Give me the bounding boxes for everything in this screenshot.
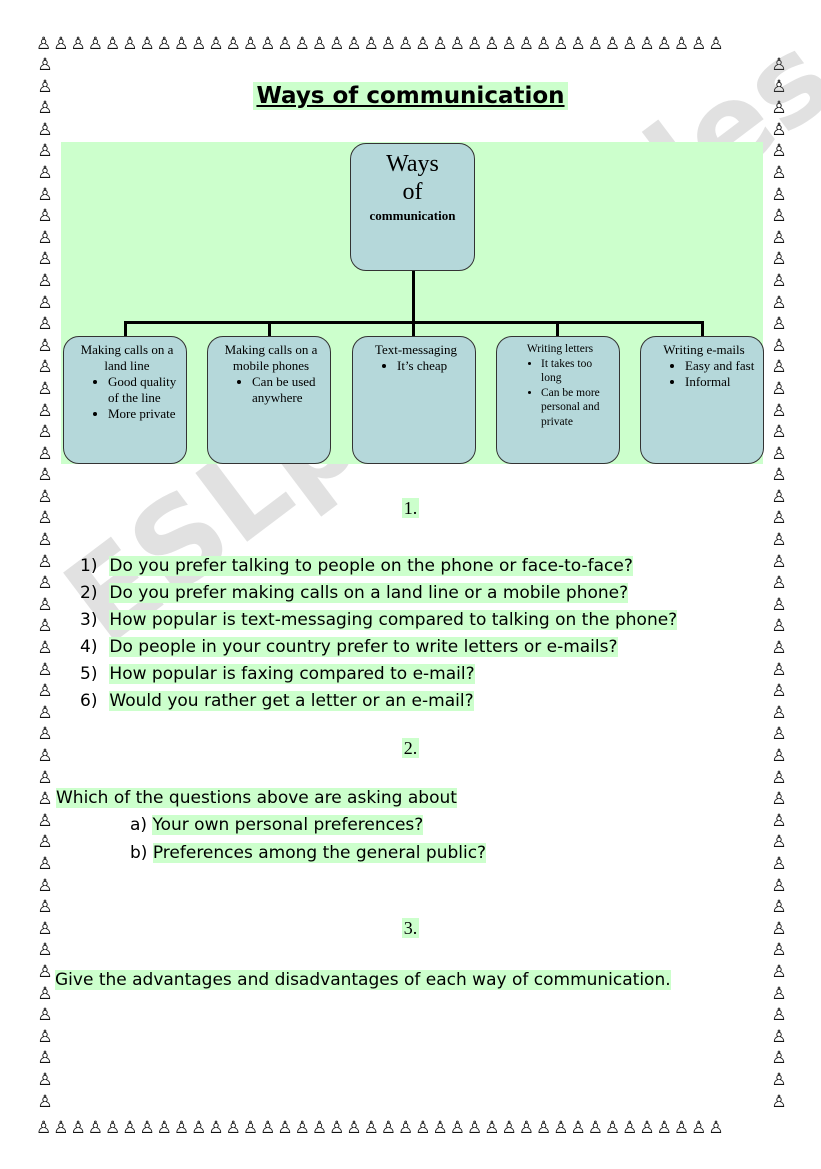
page-title: Ways of communication <box>253 82 568 110</box>
node-point: It takes too long <box>541 357 615 386</box>
node-point: Can be used anywhere <box>252 374 326 406</box>
option-text: Preferences among the general public? <box>152 843 487 863</box>
node-title: Making calls on a land line <box>80 342 174 373</box>
prompt-text: Give the advantages and disadvantages of… <box>55 970 671 990</box>
connector-drop-3 <box>412 321 415 337</box>
question-5: 5) How popular is faxing compared to e-m… <box>80 661 475 687</box>
question-2: 2) Do you prefer making calls on a land … <box>80 580 629 606</box>
option-letter: a) <box>130 815 148 835</box>
question-number: 5) <box>80 664 98 684</box>
section-1-number: 1. <box>0 498 821 519</box>
connector-drop-1 <box>124 321 127 337</box>
title-wrap: Ways of communication <box>0 82 821 110</box>
node-point: Good quality of the line <box>108 374 182 406</box>
connector-vertical-root <box>412 271 415 323</box>
section-2-option-b: b) Preferences among the general public? <box>130 840 487 866</box>
section-number: 2. <box>401 738 420 758</box>
connector-drop-2 <box>268 321 271 337</box>
diagram-node-emails: Writing e-mails Easy and fast Informal <box>640 336 764 464</box>
node-point: Can be more personal and private <box>541 386 615 430</box>
section-number: 1. <box>401 498 420 518</box>
border-top: ♙♙♙♙♙♙♙♙♙♙♙♙♙♙♙♙♙♙♙♙♙♙♙♙♙♙♙♙♙♙♙♙♙♙♙♙♙♙♙♙ <box>36 34 726 54</box>
section-2-option-a: a) Your own personal preferences? <box>130 812 424 838</box>
section-2-prompt: Which of the questions above are asking … <box>56 785 457 811</box>
question-number: 1) <box>80 556 98 576</box>
question-text: How popular is faxing compared to e-mail… <box>109 664 475 684</box>
question-4: 4) Do people in your country prefer to w… <box>80 634 618 660</box>
root-line-2: of <box>402 179 423 205</box>
diagram-node-letters: Writing letters It takes too long Can be… <box>496 336 620 464</box>
question-6: 6) Would you rather get a letter or an e… <box>80 688 474 714</box>
node-title: Making calls on a mobile phones <box>224 342 318 373</box>
node-title: Writing e-mails <box>663 342 745 357</box>
question-number: 3) <box>80 610 98 630</box>
node-point: Easy and fast <box>685 358 759 374</box>
root-line-3: communication <box>369 208 456 223</box>
diagram-node-mobile: Making calls on a mobile phones Can be u… <box>207 336 331 464</box>
question-text: Would you rather get a letter or an e-ma… <box>109 691 474 711</box>
question-text: Do you prefer talking to people on the p… <box>109 556 633 576</box>
diagram-root-node: Ways of communication <box>350 143 475 271</box>
question-number: 4) <box>80 637 98 657</box>
option-letter: b) <box>130 843 148 863</box>
node-title: Text-messaging <box>374 342 458 357</box>
question-number: 2) <box>80 583 98 603</box>
section-number: 3. <box>401 918 420 938</box>
border-right: ♙♙♙♙♙♙♙♙♙♙♙♙♙♙♙♙♙♙♙♙♙♙♙♙♙♙♙♙♙♙♙♙♙♙♙♙♙♙♙♙… <box>771 55 787 1112</box>
option-text: Your own personal preferences? <box>152 815 424 835</box>
diagram-node-texting: Text-messaging It’s cheap <box>352 336 476 464</box>
question-number: 6) <box>80 691 98 711</box>
node-point: It’s cheap <box>397 358 471 374</box>
question-text: Do you prefer making calls on a land lin… <box>109 583 629 603</box>
diagram-node-landline: Making calls on a land line Good quality… <box>63 336 187 464</box>
question-3: 3) How popular is text-messaging compare… <box>80 607 678 633</box>
section-2-number: 2. <box>0 738 821 759</box>
node-point: Informal <box>685 374 759 390</box>
border-bottom: ♙♙♙♙♙♙♙♙♙♙♙♙♙♙♙♙♙♙♙♙♙♙♙♙♙♙♙♙♙♙♙♙♙♙♙♙♙♙♙♙ <box>36 1118 726 1138</box>
node-point: More private <box>108 406 182 422</box>
prompt-text: Which of the questions above are asking … <box>56 788 457 808</box>
root-line-1: Ways <box>386 151 439 177</box>
connector-drop-4 <box>556 321 559 337</box>
section-3-prompt: Give the advantages and disadvantages of… <box>55 967 671 993</box>
question-text: Do people in your country prefer to writ… <box>109 637 618 657</box>
section-3-number: 3. <box>0 918 821 939</box>
question-text: How popular is text-messaging compared t… <box>109 610 678 630</box>
question-1: 1) Do you prefer talking to people on th… <box>80 553 633 579</box>
node-title: Writing letters <box>526 343 594 355</box>
border-left: ♙♙♙♙♙♙♙♙♙♙♙♙♙♙♙♙♙♙♙♙♙♙♙♙♙♙♙♙♙♙♙♙♙♙♙♙♙♙♙♙… <box>37 55 53 1112</box>
connector-drop-5 <box>701 321 704 337</box>
